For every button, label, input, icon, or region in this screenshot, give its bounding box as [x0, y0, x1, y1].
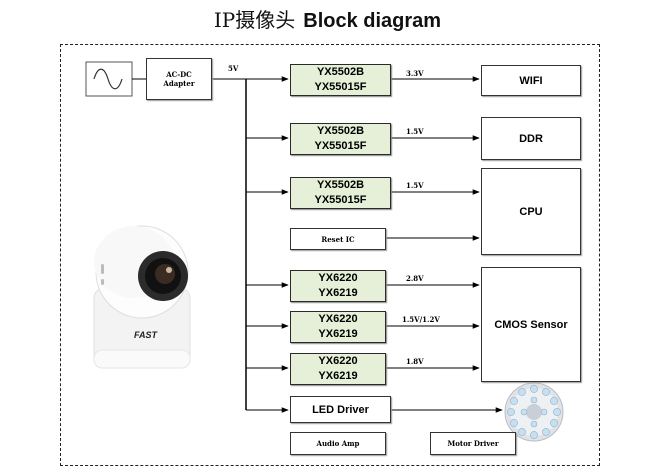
ip-camera-image: FAST	[93, 225, 191, 369]
regulator-part-primary: YX5502B	[316, 66, 365, 78]
regulator-part-primary: YX6220	[318, 313, 358, 325]
regulator-part-primary: YX5502B	[316, 125, 365, 137]
wifi-block: WIFI	[481, 65, 581, 96]
regulator-part-primary: YX6220	[318, 355, 358, 367]
regulator-part-primary: YX6220	[318, 272, 358, 284]
camera-brand-label: FAST	[134, 330, 159, 340]
regulator-part-primary: YX5502B	[316, 179, 365, 191]
bus-voltage-label: 5V	[228, 64, 239, 73]
regulator-wifi: YX5502B YX55015F	[290, 64, 391, 96]
title-chinese: IP摄像头	[213, 8, 296, 32]
led-ring-image	[504, 382, 564, 442]
voltage-label-cmos-3: 1.8V	[406, 357, 424, 366]
voltage-label-wifi: 3.3V	[406, 69, 424, 78]
ddr-block: DDR	[481, 117, 581, 160]
regulator-part-alternate: YX6219	[318, 370, 358, 382]
adapter-line2: Adapter	[163, 79, 195, 88]
adapter-line1: AC-DC	[166, 70, 192, 79]
regulator-part-alternate: YX6219	[318, 328, 358, 340]
ac-source-box	[85, 61, 133, 97]
cmos-sensor-block: CMOS Sensor	[481, 267, 581, 382]
motor-driver-block: Motor Driver	[430, 432, 516, 455]
voltage-label-ddr: 1.5V	[406, 127, 424, 136]
regulator-part-alternate: YX55015F	[314, 194, 367, 206]
reset-ic-block: Reset IC	[290, 228, 386, 250]
cpu-block: CPU	[481, 168, 581, 255]
system-boundary	[60, 44, 600, 466]
regulator-ddr: YX5502B YX55015F	[290, 123, 391, 155]
regulator-part-alternate: YX55015F	[314, 140, 367, 152]
regulator-part-alternate: YX55015F	[314, 81, 367, 93]
led-driver-block: LED Driver	[290, 396, 391, 423]
regulator-cpu: YX5502B YX55015F	[290, 177, 391, 209]
regulator-part-alternate: YX6219	[318, 287, 358, 299]
voltage-label-cmos-2: 1.5V/1.2V	[402, 315, 440, 324]
voltage-label-cpu: 1.5V	[406, 181, 424, 190]
voltage-label-cmos-1: 2.8V	[406, 274, 424, 283]
sine-wave-icon	[93, 68, 123, 90]
title-english: Block diagram	[303, 10, 442, 32]
audio-amp-block: Audio Amp	[290, 432, 386, 455]
diagram-title: IP摄像头 Block diagram	[0, 4, 655, 33]
